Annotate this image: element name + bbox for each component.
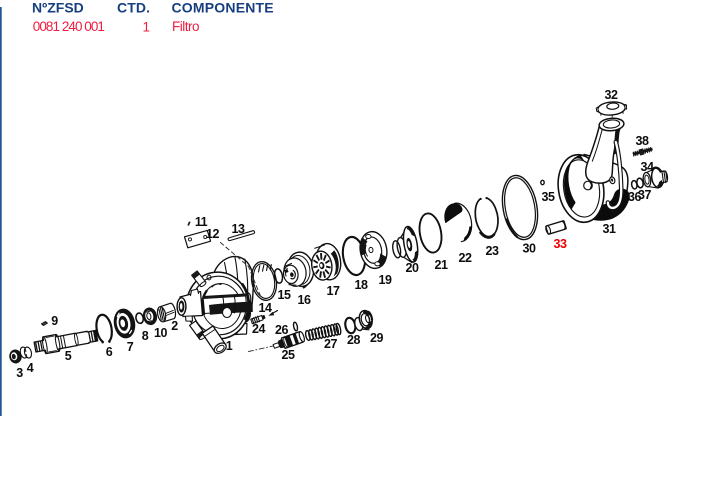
svg-text:30: 30 bbox=[523, 242, 536, 256]
svg-text:38: 38 bbox=[636, 134, 649, 148]
svg-text:2: 2 bbox=[171, 319, 178, 333]
svg-text:34: 34 bbox=[641, 160, 654, 174]
svg-text:27: 27 bbox=[324, 337, 337, 351]
svg-text:32: 32 bbox=[605, 88, 618, 102]
svg-text:4: 4 bbox=[27, 361, 34, 375]
svg-text:35: 35 bbox=[542, 190, 555, 204]
svg-text:9: 9 bbox=[51, 314, 58, 328]
svg-text:37: 37 bbox=[638, 188, 651, 202]
svg-text:33: 33 bbox=[554, 237, 567, 251]
svg-text:CTD.: CTD. bbox=[117, 0, 150, 15]
svg-text:16: 16 bbox=[298, 293, 311, 307]
svg-text:28: 28 bbox=[347, 333, 360, 347]
svg-text:1: 1 bbox=[143, 19, 151, 34]
svg-text:5: 5 bbox=[65, 349, 72, 363]
svg-text:Filtro: Filtro bbox=[172, 19, 199, 34]
svg-text:29: 29 bbox=[370, 331, 383, 345]
svg-text:36: 36 bbox=[628, 190, 641, 204]
svg-text:17: 17 bbox=[327, 284, 340, 298]
svg-text:8: 8 bbox=[142, 329, 149, 343]
svg-text:NºZFSD: NºZFSD bbox=[32, 0, 84, 15]
svg-text:3: 3 bbox=[16, 366, 23, 380]
svg-text:11: 11 bbox=[195, 215, 208, 229]
svg-text:15: 15 bbox=[278, 288, 291, 302]
svg-text:31: 31 bbox=[603, 222, 616, 236]
svg-text:23: 23 bbox=[486, 244, 499, 258]
svg-text:19: 19 bbox=[379, 273, 392, 287]
svg-text:22: 22 bbox=[459, 251, 472, 265]
svg-text:COMPONENTE: COMPONENTE bbox=[172, 0, 274, 15]
svg-text:7: 7 bbox=[127, 340, 134, 354]
svg-text:20: 20 bbox=[406, 261, 419, 275]
svg-text:13: 13 bbox=[232, 222, 245, 236]
svg-text:26: 26 bbox=[275, 323, 288, 337]
svg-text:24: 24 bbox=[252, 322, 265, 336]
svg-text:25: 25 bbox=[282, 348, 295, 362]
svg-text:18: 18 bbox=[355, 278, 368, 292]
svg-text:14: 14 bbox=[259, 301, 272, 315]
svg-text:0081 240 001: 0081 240 001 bbox=[33, 19, 105, 34]
svg-text:21: 21 bbox=[435, 258, 448, 272]
svg-text:12: 12 bbox=[206, 227, 219, 241]
svg-text:1: 1 bbox=[226, 339, 233, 353]
svg-text:6: 6 bbox=[106, 345, 113, 359]
svg-text:10: 10 bbox=[154, 326, 167, 340]
